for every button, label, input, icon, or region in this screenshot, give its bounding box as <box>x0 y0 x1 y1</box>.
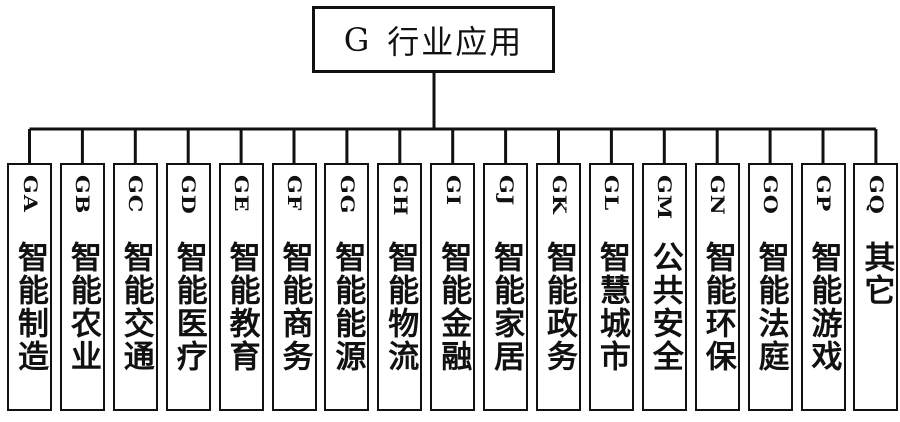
child-code: GI <box>441 175 464 207</box>
child-node-gm: GM 公共安全 <box>641 163 687 411</box>
child-label: 智能交通 <box>117 241 154 373</box>
child-label: 智能制造 <box>12 241 48 373</box>
child-code: GP <box>811 175 835 213</box>
child-node-gq: GQ 其它 <box>853 163 899 411</box>
child-node-ga: GA 智能制造 <box>7 163 52 411</box>
child-node-gc: GC 智能交通 <box>112 163 158 411</box>
child-node-gl: GL 智慧城市 <box>588 163 634 411</box>
child-code: GC <box>124 175 147 214</box>
child-code: GH <box>388 175 411 217</box>
child-code: GK <box>547 175 570 215</box>
child-label: 公共安全 <box>646 241 683 373</box>
child-label: 智能家居 <box>488 241 525 373</box>
child-code: GL <box>600 175 623 212</box>
child-label: 智能物流 <box>382 241 419 373</box>
child-label: 智能游戏 <box>805 241 842 373</box>
child-label: 智能能源 <box>329 241 366 373</box>
child-node-gn: GN 智能环保 <box>694 163 740 411</box>
child-label: 其它 <box>858 241 895 307</box>
child-label: 智能金融 <box>435 241 472 373</box>
root-node: G 行业应用 <box>312 6 555 73</box>
child-node-gd: GD 智能医疗 <box>165 163 211 411</box>
child-node-gb: GB 智能农业 <box>59 163 105 411</box>
child-node-gi: GI 智能金融 <box>430 163 476 411</box>
child-label: 智能医疗 <box>170 241 207 373</box>
child-label: 智能农业 <box>64 241 101 373</box>
child-label: 智能环保 <box>699 241 736 373</box>
child-code: GB <box>71 175 94 215</box>
child-node-gk: GK 智能政务 <box>536 163 581 411</box>
child-node-ge: GE 智能教育 <box>218 163 264 411</box>
child-code: GQ <box>864 175 887 215</box>
child-label: 智慧城市 <box>593 241 630 373</box>
root-code: G <box>343 20 372 59</box>
child-code: GF <box>282 175 306 212</box>
child-code: GG <box>335 175 358 215</box>
child-node-gg: GG 智能能源 <box>324 163 370 411</box>
child-node-gp: GP 智能游戏 <box>800 163 846 411</box>
child-code: GJ <box>494 175 517 207</box>
root-label: 行业应用 <box>387 22 524 61</box>
child-node-gj: GJ 智能家居 <box>483 163 529 411</box>
child-code: GA <box>18 175 41 213</box>
child-node-gh: GH 智能物流 <box>377 163 423 411</box>
child-code: GD <box>177 175 200 215</box>
child-label: 智能政务 <box>541 241 577 373</box>
child-code: GO <box>759 175 782 215</box>
child-code: GN <box>706 175 729 216</box>
child-code: GM <box>653 175 676 221</box>
child-label: 智能商务 <box>276 241 313 373</box>
child-label: 智能教育 <box>223 241 260 373</box>
child-node-gf: GF 智能商务 <box>271 163 317 411</box>
child-code: GE <box>230 175 253 213</box>
child-node-go: GO 智能法庭 <box>747 163 793 411</box>
child-label: 智能法庭 <box>752 241 789 373</box>
